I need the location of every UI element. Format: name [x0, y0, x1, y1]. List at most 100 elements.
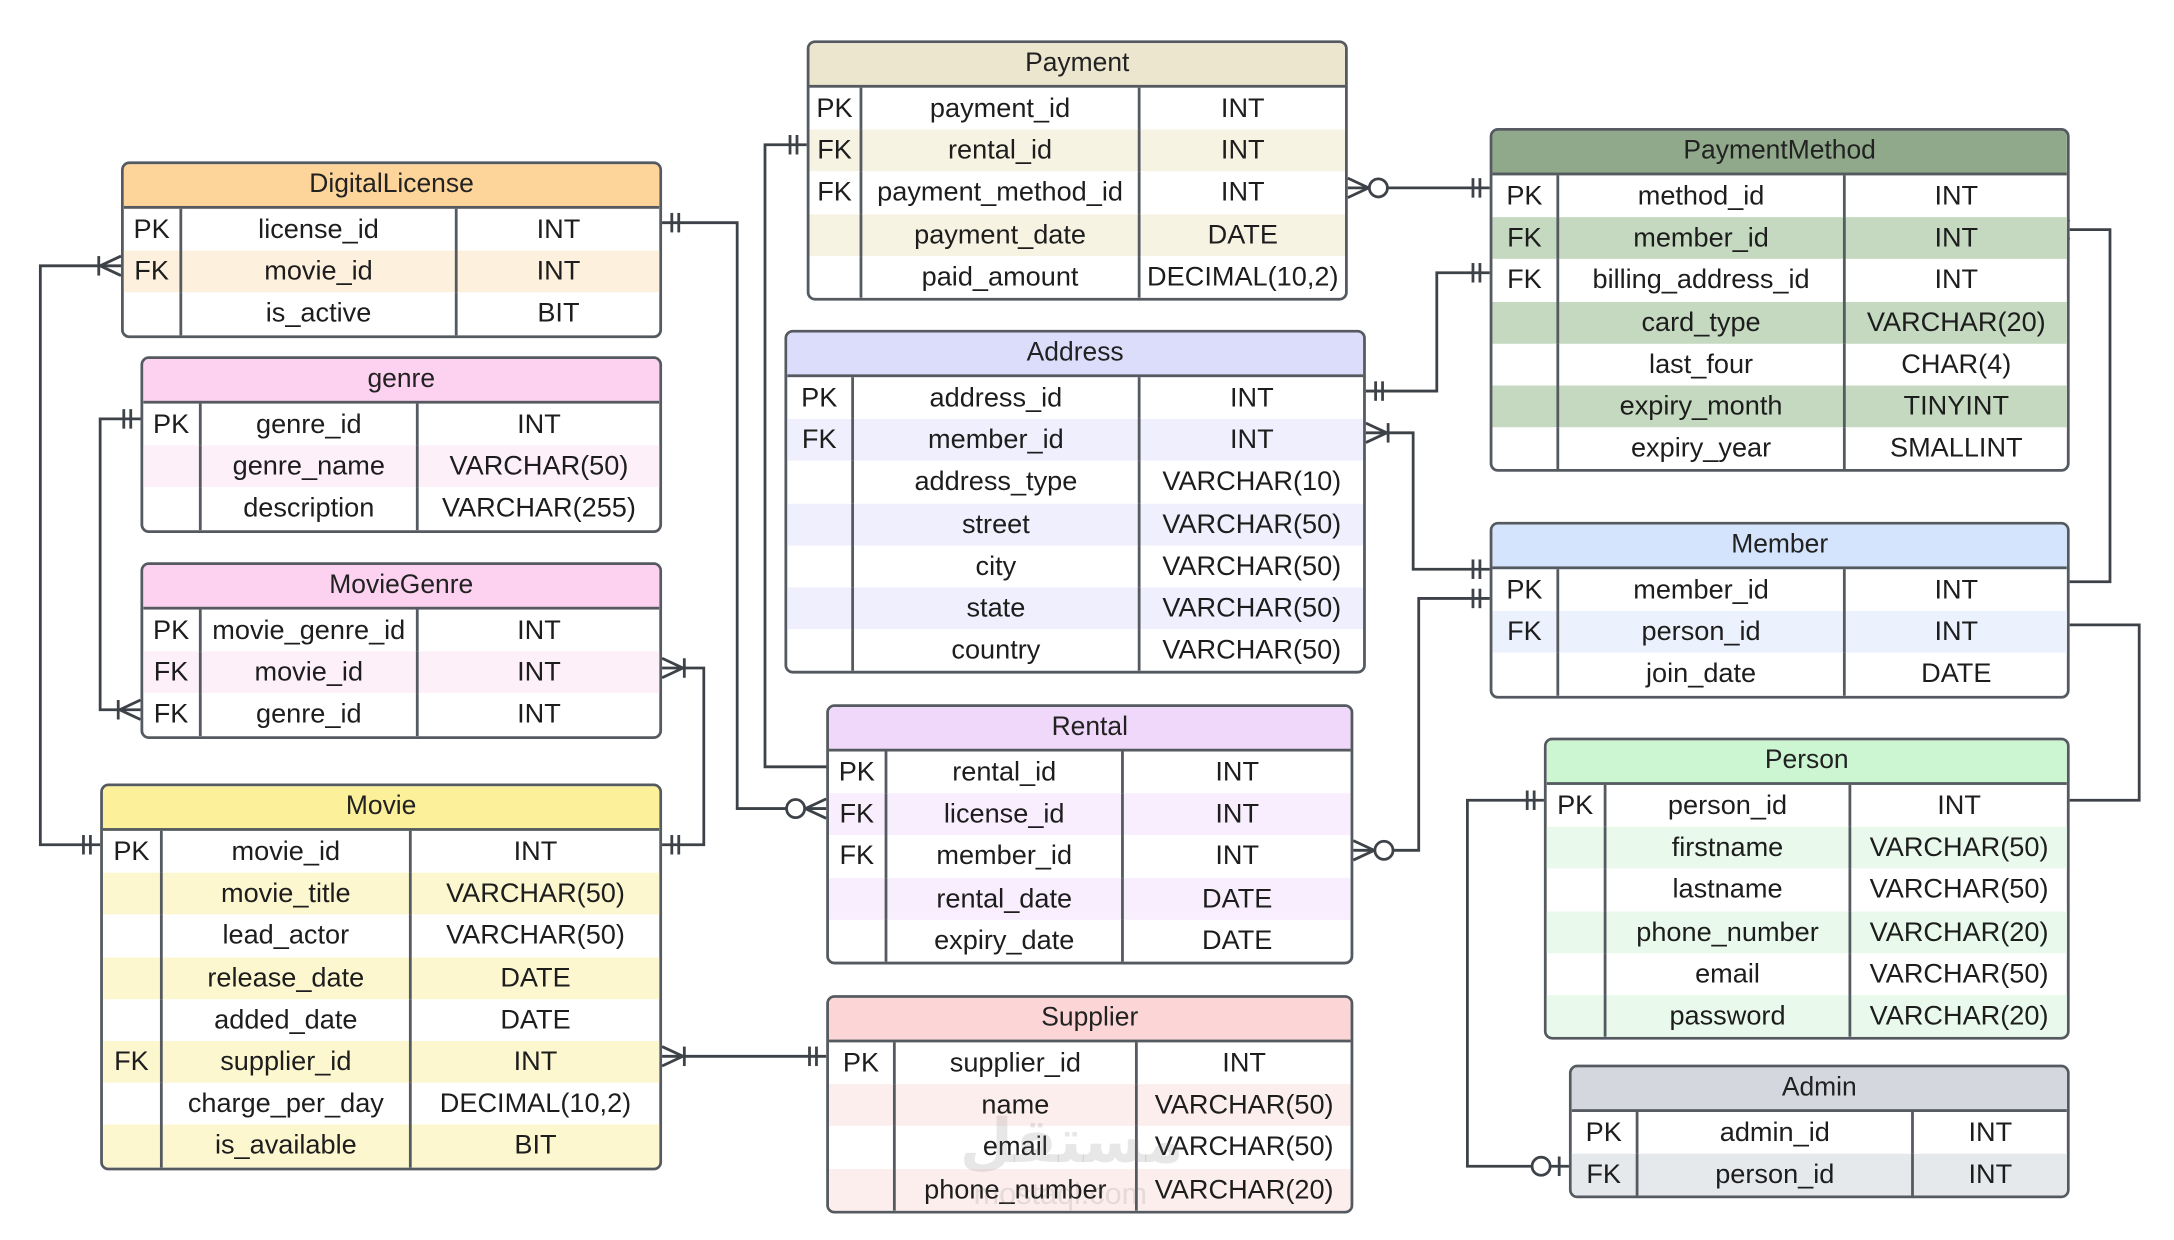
key-cell: FK [810, 129, 863, 172]
key-cell: FK [103, 1040, 163, 1083]
column-name: movie_id [163, 830, 412, 873]
column-type: VARCHAR(50) [1154, 1089, 1334, 1121]
column-name: license_id [182, 208, 458, 251]
key-cell [103, 998, 163, 1041]
column-type: INT [1934, 264, 1979, 296]
column-name: card_type [1559, 301, 1846, 344]
key-cell [1547, 952, 1607, 995]
column-name: member_id [1559, 217, 1846, 260]
key-cell: PK [1572, 1111, 1639, 1154]
key-cell [1547, 910, 1607, 953]
column-type: INT [1229, 382, 1274, 414]
column-name: state [854, 587, 1141, 630]
column-name: join_date [1559, 653, 1846, 696]
column-name: phone_number [896, 1168, 1138, 1211]
column-name: person_id [1638, 1153, 1914, 1196]
column-name: expiry_year [1559, 427, 1846, 470]
connector-line [763, 143, 829, 769]
column-type: INT [1934, 180, 1979, 212]
column-name: person_id [1606, 784, 1852, 827]
column-name: release_date [163, 956, 412, 999]
key-cell: FK [1492, 217, 1560, 260]
relationship-movie-supplier [661, 1045, 827, 1068]
cardinality-many-crow [119, 698, 142, 721]
entity-title: Movie [102, 786, 660, 831]
column-type: INT [1215, 841, 1260, 872]
watermark-url: mostaql.com [973, 1175, 1148, 1211]
key-cell: FK [1572, 1153, 1639, 1196]
key-cell [103, 956, 163, 999]
watermark-logo: مستقل [959, 1107, 1184, 1176]
relationship-admin-person [1466, 790, 1569, 1177]
column-type: VARCHAR(50) [446, 920, 625, 952]
relationship-paymentmethod-address [1365, 263, 1490, 401]
column-name: lead_actor [163, 914, 412, 957]
column-type: INT [517, 699, 561, 730]
cardinality-many-crow [661, 1045, 684, 1068]
key-cell [787, 545, 855, 588]
column-type: DATE [500, 962, 571, 994]
column-type: INT [1934, 616, 1979, 648]
entity-row: password VARCHAR(20) [1546, 994, 2067, 1037]
relationship-address-member [1365, 421, 1490, 579]
column-name: movie_id [202, 651, 419, 694]
key-cell [103, 914, 163, 957]
column-name: city [854, 545, 1141, 588]
column-name: password [1606, 994, 1852, 1037]
key-cell [829, 877, 888, 920]
column-type: INT [1937, 790, 1981, 822]
column-type: INT [1215, 757, 1260, 788]
column-type: VARCHAR(255) [442, 493, 636, 524]
column-type: INT [513, 836, 558, 868]
entity-title: genre [143, 359, 660, 404]
column-type: VARCHAR(50) [449, 451, 629, 482]
key-cell [143, 445, 202, 488]
entity-title: Person [1546, 740, 2067, 785]
column-type: VARCHAR(50) [1162, 592, 1342, 624]
key-cell: FK [143, 693, 202, 736]
column-name: payment_date [862, 213, 1141, 256]
column-name: member_id [854, 419, 1141, 462]
column-name: expiry_month [1559, 385, 1846, 428]
column-name: admin_id [1638, 1111, 1914, 1154]
column-name: genre_name [202, 445, 419, 488]
column-name: genre_id [202, 693, 419, 736]
key-cell: PK [124, 208, 183, 251]
column-type: INT [1220, 93, 1265, 124]
column-type: VARCHAR(20) [1869, 1000, 2049, 1032]
column-type: INT [517, 409, 561, 440]
column-name: is_active [182, 292, 458, 335]
cardinality-many-crow [1365, 421, 1388, 444]
key-cell [787, 503, 855, 546]
relationship-genre-moviegenre [98, 409, 142, 721]
key-cell [103, 1082, 163, 1125]
key-cell [1547, 868, 1607, 911]
relationship-rental-member [1352, 588, 1490, 862]
column-type: DATE [500, 1004, 571, 1036]
column-name: is_available [163, 1124, 412, 1167]
column-name: rental_id [862, 129, 1141, 172]
key-cell: FK [1492, 259, 1560, 302]
column-name: description [202, 487, 419, 530]
